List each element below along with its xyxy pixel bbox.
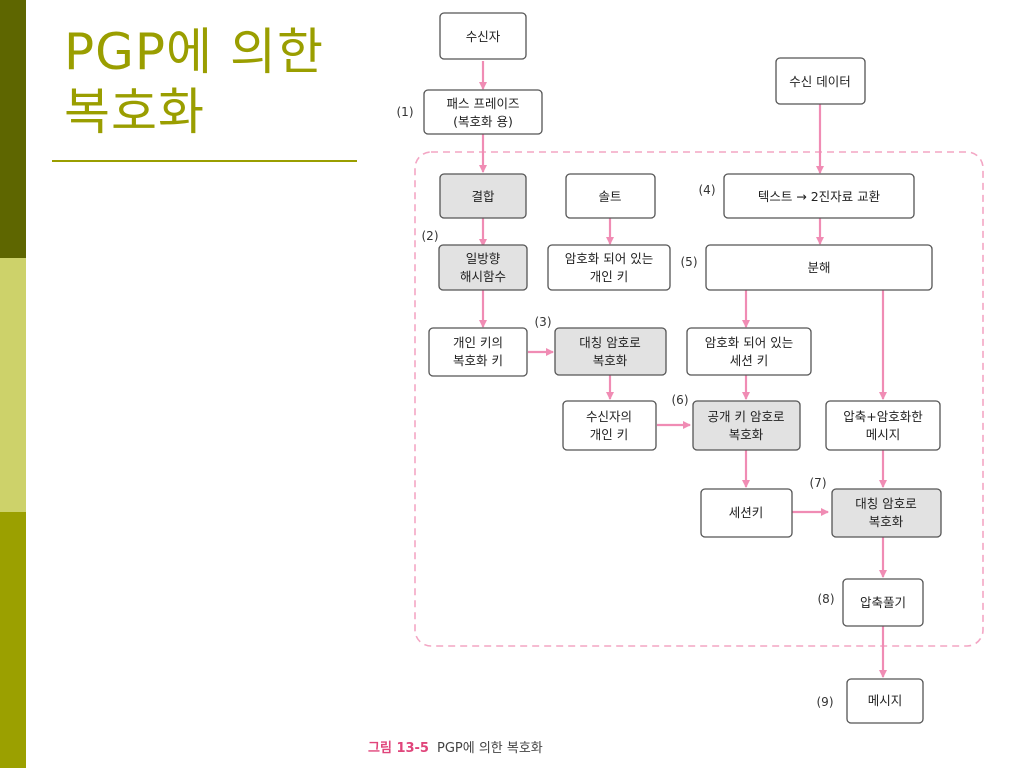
label-enc-private-key-2: 개인 키 <box>590 269 628 284</box>
label-passphrase-2: (복호화 용) <box>453 114 513 129</box>
box-receiver-private-key <box>562 400 657 451</box>
label-passphrase-1: 패스 프레이즈 <box>447 96 520 111</box>
label-compressed-encrypted-2: 메시지 <box>866 427 901 442</box>
label-split: 분해 <box>807 260 830 275</box>
label-pubkey-decrypt-1: 공개 키 암호로 <box>708 409 785 424</box>
figure-number: 그림 13-5 <box>368 741 429 756</box>
figure-caption-text: PGP에 의한 복호화 <box>436 741 543 756</box>
box-compressed-encrypted-message <box>825 400 941 451</box>
flow-arrows <box>479 61 887 678</box>
step-8-label: (8) <box>818 592 835 606</box>
label-sym-decrypt-a-2: 복호화 <box>593 353 628 368</box>
step-9-label: (9) <box>817 695 834 709</box>
label-enc-private-key-1: 암호화 되어 있는 <box>565 251 653 266</box>
label-text-to-binary: 텍스트 → 2진자료 교환 <box>758 189 881 204</box>
step-6-label: (6) <box>672 393 689 407</box>
label-privkey-dec-key-2: 복호화 키 <box>453 353 503 368</box>
box-split <box>705 244 933 291</box>
box-symmetric-decrypt-a <box>554 327 667 376</box>
flow-boxes <box>423 12 942 724</box>
box-salt <box>565 173 656 219</box>
label-receiver-privkey-1: 수신자의 <box>586 409 632 424</box>
label-sym-decrypt-a-1: 대칭 암호로 <box>579 335 640 350</box>
step-1-label: (1) <box>397 105 414 119</box>
box-symmetric-decrypt-b <box>831 488 942 538</box>
label-oneway-hash-1: 일방향 <box>466 251 501 266</box>
label-sym-decrypt-b-1: 대칭 암호로 <box>855 496 916 511</box>
slide-title: PGP에 의한 복호화 <box>64 22 324 142</box>
step-5-label: (5) <box>681 255 698 269</box>
step-labels: (1) (2) (3) (4) (5) (6) (7) (8) (9) <box>397 105 835 709</box>
label-receiver-privkey-2: 개인 키 <box>590 427 628 442</box>
step-7-label: (7) <box>810 476 827 490</box>
box-session-key <box>700 488 793 538</box>
box-passphrase <box>423 89 543 135</box>
step-2-label: (2) <box>422 229 439 243</box>
label-privkey-dec-key-1: 개인 키의 <box>453 335 503 350</box>
label-salt: 솔트 <box>598 189 621 204</box>
slide-title-line1: PGP에 의한 <box>64 23 324 81</box>
processing-region <box>414 151 984 647</box>
label-session-key: 세션키 <box>729 505 764 520</box>
label-compressed-encrypted-1: 압축+암호화한 <box>843 409 923 424</box>
label-received-data: 수신 데이터 <box>789 74 850 89</box>
box-encrypted-session-key <box>686 327 812 376</box>
label-pubkey-decrypt-2: 복호화 <box>729 427 764 442</box>
label-oneway-hash-2: 해시함수 <box>460 269 506 284</box>
label-enc-session-key-2: 세션 키 <box>730 353 768 368</box>
box-received-data <box>775 57 866 105</box>
label-enc-session-key-1: 암호화 되어 있는 <box>705 335 793 350</box>
box-combine <box>439 173 527 219</box>
label-decompress: 압축풀기 <box>860 595 906 610</box>
title-underline <box>52 160 357 162</box>
box-labels: 수신자 패스 프레이즈 (복호화 용) 수신 데이터 결합 솔트 텍스트 → 2… <box>447 29 924 708</box>
box-receiver <box>439 12 527 60</box>
slide-title-line2: 복호화 <box>64 83 205 141</box>
side-band-light <box>0 258 26 512</box>
label-combine: 결합 <box>471 189 495 204</box>
box-decompress <box>842 578 924 627</box>
label-sym-decrypt-b-2: 복호화 <box>869 514 904 529</box>
step-3-label: (3) <box>535 315 552 329</box>
side-band-dark <box>0 0 26 258</box>
box-message <box>846 678 924 724</box>
box-encrypted-private-key <box>547 244 671 291</box>
figure-caption: 그림 13-5 PGP에 의한 복호화 <box>368 737 543 756</box>
step-4-label: (4) <box>699 183 716 197</box>
box-pubkey-decrypt <box>692 400 801 451</box>
box-privkey-decryption-key <box>428 327 528 377</box>
box-oneway-hash <box>438 244 528 291</box>
label-receiver: 수신자 <box>466 29 501 44</box>
box-text-to-binary <box>723 173 915 219</box>
label-message: 메시지 <box>868 693 903 708</box>
side-band-mid <box>0 512 26 768</box>
